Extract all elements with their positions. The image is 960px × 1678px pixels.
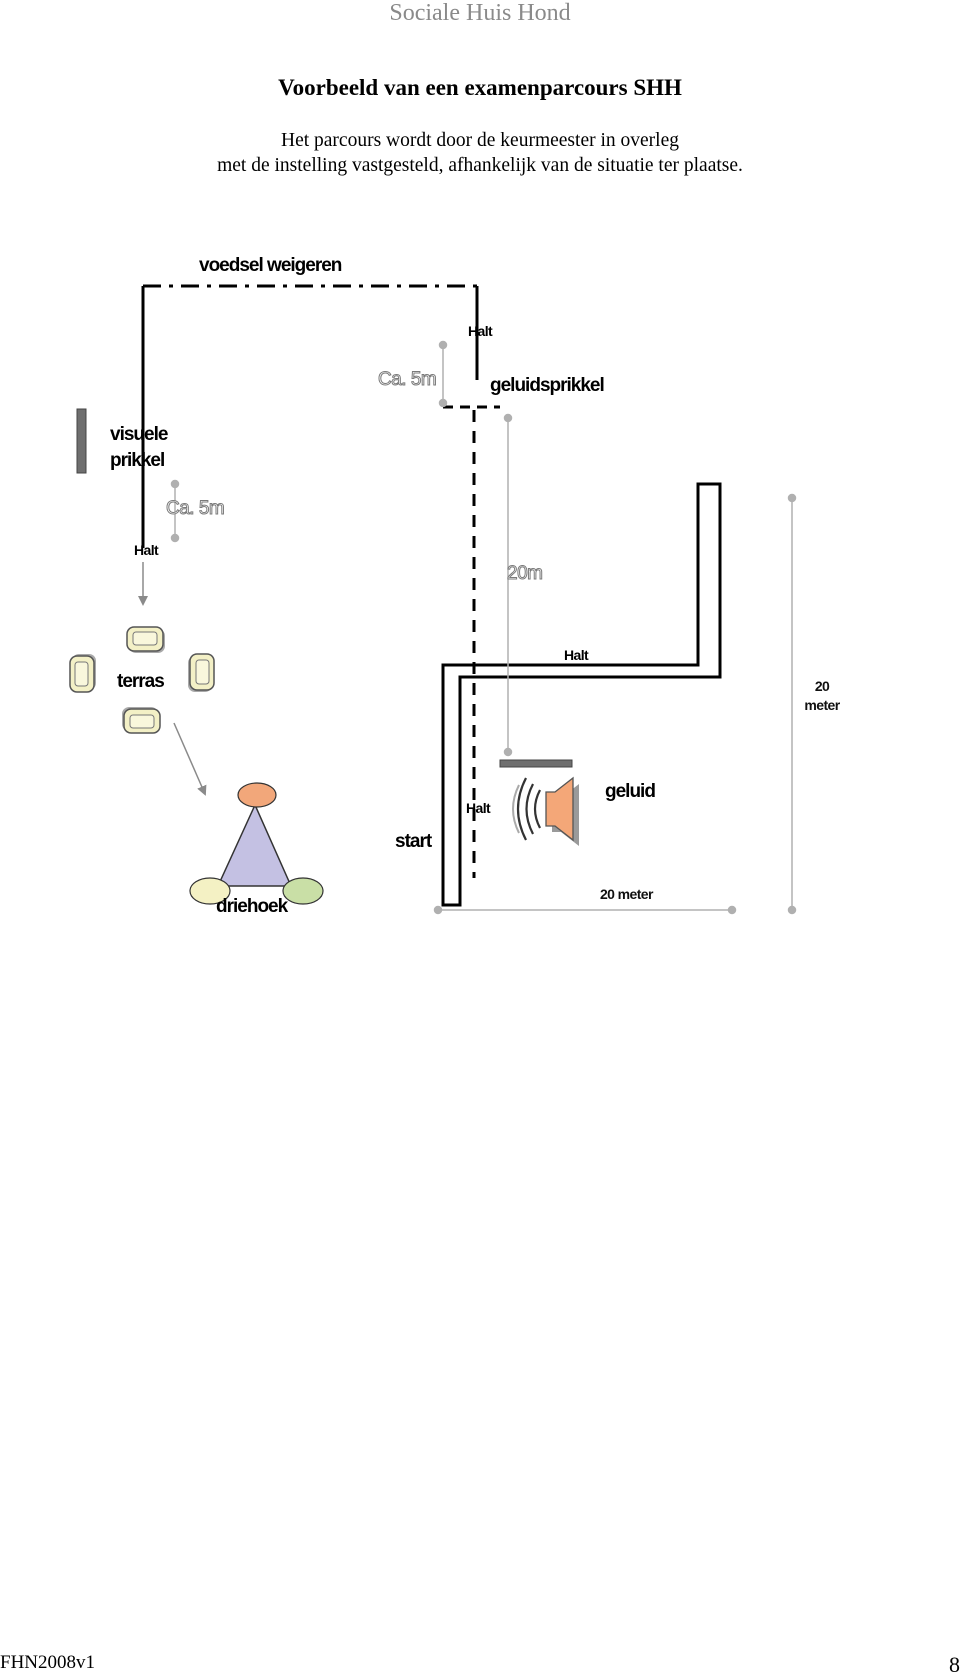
arrow-terras-to-driehoek <box>173 722 207 796</box>
document-id: FHN2008v1 <box>0 1652 96 1673</box>
label-meter: meter <box>804 697 840 713</box>
dimension-20-meter-vertical <box>787 493 797 915</box>
cone-right-icon <box>282 877 324 905</box>
label-ca5m-top: Ca. 5m <box>378 369 436 390</box>
page-number: 8 <box>949 1652 960 1677</box>
label-visuele: visuele <box>110 424 168 445</box>
triangle-icon <box>189 782 324 905</box>
label-terras: terras <box>117 671 164 692</box>
label-halt-top: Halt <box>468 323 493 339</box>
course-diagram: voedsel weigeren Halt Ca. 5m geluidsprik… <box>69 255 841 917</box>
chair-icon <box>121 706 161 734</box>
speaker-icon <box>512 776 579 846</box>
start-corridor <box>441 482 722 907</box>
label-voedsel-weigeren: voedsel weigeren <box>199 255 342 276</box>
intro-line-1: Het parcours wordt door de keurmeester i… <box>281 130 679 151</box>
label-ca5m-left: Ca. 5m <box>166 498 224 519</box>
chair-icon <box>69 653 97 693</box>
label-driehoek: driehoek <box>216 896 289 917</box>
label-20m: 20m <box>507 563 542 584</box>
label-start: start <box>395 831 433 852</box>
label-halt-left: Halt <box>134 542 159 558</box>
cone-top-icon <box>237 782 277 808</box>
label-20-meter-horizontal: 20 meter <box>600 886 654 902</box>
intro-paragraph: Het parcours wordt door de keurmeester i… <box>0 128 960 178</box>
running-header: Sociale Huis Hond <box>389 0 571 26</box>
sound-barrier-bar <box>499 759 573 768</box>
chair-icon <box>126 626 166 654</box>
label-geluidsprikkel: geluidsprikkel <box>490 375 604 396</box>
dimension-ca5m-left <box>170 479 180 543</box>
cone-left-icon <box>189 877 231 905</box>
visual-stimulus-bar <box>76 408 87 474</box>
label-prikkel: prikkel <box>110 450 164 471</box>
label-halt-start: Halt <box>466 800 491 816</box>
page-title: Voorbeeld van een examenparcours SHH <box>278 75 682 100</box>
dimension-20-meter-horizontal <box>433 905 737 915</box>
label-halt-corridor: Halt <box>564 647 589 663</box>
dimension-20m <box>503 413 513 757</box>
intro-line-2: met de instelling vastgesteld, afhankeli… <box>217 155 743 176</box>
label-twenty: 20 <box>815 678 830 694</box>
label-geluid: geluid <box>605 781 655 802</box>
dimension-ca5m-top <box>438 340 448 408</box>
chair-icon <box>187 653 215 693</box>
